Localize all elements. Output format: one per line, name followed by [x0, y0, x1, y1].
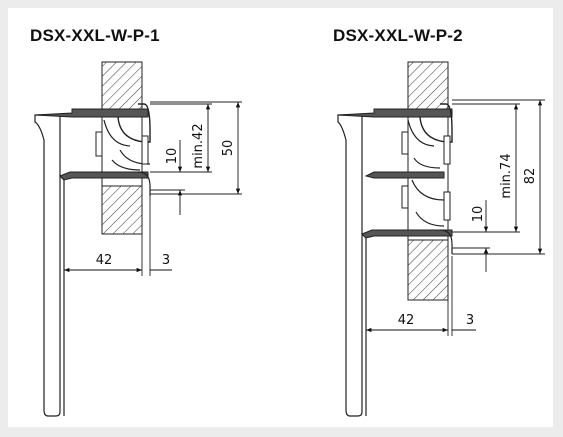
cabinet-panel [337, 114, 363, 417]
drawing-frame [8, 8, 553, 427]
figure-1-title: DSX-XXL-W-P-1 [30, 26, 160, 45]
dim-depth-label: 42 [96, 253, 113, 268]
dim-min-label: min.74 [499, 153, 514, 198]
top-flange [337, 108, 453, 118]
dim-thk-label: 3 [162, 253, 170, 268]
wall-hatch [407, 61, 449, 111]
wall-hatch [101, 61, 143, 111]
dim-min-label: min.42 [191, 123, 206, 168]
dim-thk-label: 3 [466, 313, 474, 328]
dim-gap-label: 10 [165, 148, 180, 165]
brush-seal [419, 103, 453, 143]
dim-gap-label: 10 [471, 206, 486, 223]
wall-hatch [407, 239, 449, 301]
figure-2-title: DSX-XXL-W-P-2 [333, 26, 463, 45]
top-flange [34, 108, 149, 118]
middle-flange [364, 171, 445, 179]
cabinet-panel [34, 114, 61, 417]
figure-1-drawing: min.42 50 10 42 3 [34, 61, 242, 417]
lower-flange [59, 171, 149, 181]
figure-2-drawing: min.74 82 10 42 3 [337, 61, 545, 417]
dim-total-label: 82 [523, 168, 538, 185]
brush-seal [117, 103, 151, 143]
wall-hatch [101, 185, 143, 235]
dim-total-label: 50 [221, 140, 236, 157]
lower-flange [361, 229, 453, 239]
dim-depth-label: 42 [398, 313, 415, 328]
